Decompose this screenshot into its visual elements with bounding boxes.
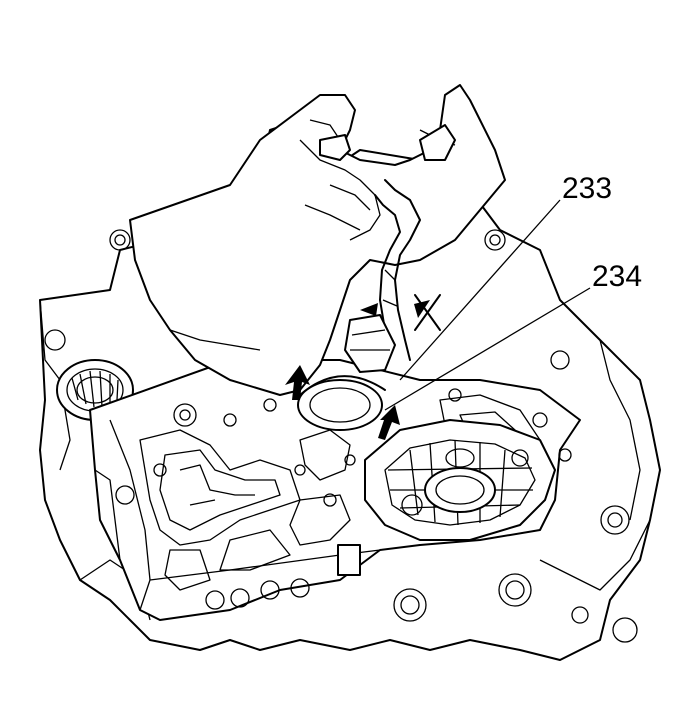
leader-line-234	[384, 287, 591, 411]
accumulator-cover	[364, 419, 556, 541]
hand-with-tool	[129, 84, 506, 396]
callout-233: 233	[562, 172, 612, 205]
callout-234: 234	[592, 260, 642, 293]
motion-arrows	[285, 294, 441, 440]
leader-line-233	[399, 199, 561, 381]
leader-lines	[384, 199, 591, 411]
valve-bore	[297, 375, 386, 431]
